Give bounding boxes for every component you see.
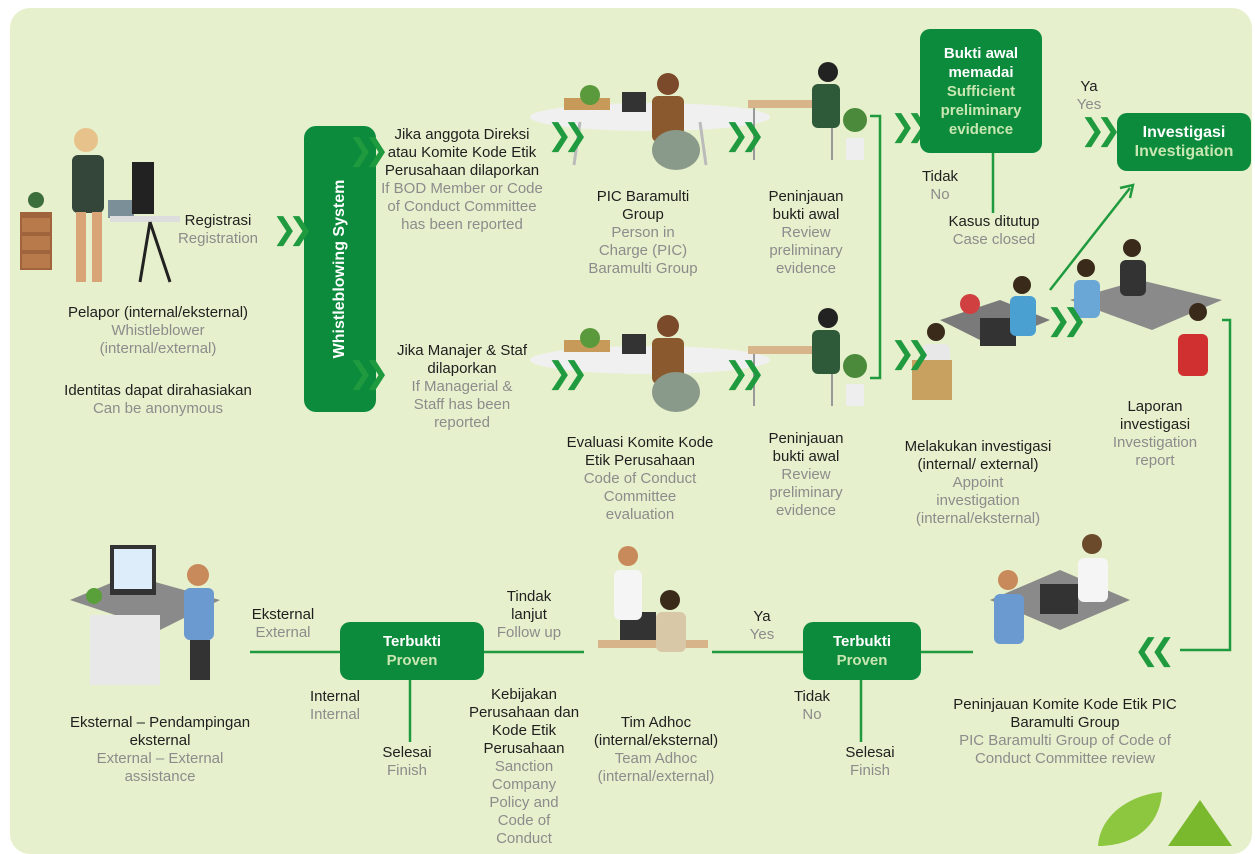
adhoc-team-illustration <box>598 546 708 652</box>
chevron-right-icon: ❯❯ <box>724 356 765 391</box>
chevron-right-icon: ❯❯ <box>1046 303 1087 338</box>
chevron-right-icon: ❯❯ <box>547 356 588 391</box>
chevron-right-icon: ❯❯ <box>890 336 931 371</box>
evidence-box-id: Bukti awal memadai <box>943 44 1019 81</box>
leaf-icon <box>1098 792 1232 846</box>
meeting-illustration <box>912 276 1050 400</box>
reporter-label: Pelapor (internal/eksternal)Whistleblowe… <box>67 304 249 357</box>
conduct-investigation-label: Melakukan investigasi (internal/ externa… <box>904 438 1052 527</box>
investigation-box: Investigasi Investigation <box>1117 113 1251 171</box>
pic-desk-illustration-2 <box>530 315 770 412</box>
chevron-right-icon: ❯❯ <box>348 356 389 391</box>
chevron-right-icon: ❯❯ <box>724 118 765 153</box>
proven-right-id: Terbukti <box>832 633 892 650</box>
pic-desk-illustration <box>530 73 770 170</box>
chevron-right-icon: ❯❯ <box>547 118 588 153</box>
evidence-decision-box: Bukti awal memadai Sufficient preliminar… <box>920 29 1042 153</box>
external-desk-illustration <box>70 545 220 685</box>
investigation-box-en: Investigation <box>1134 143 1234 160</box>
wbs-label: Whistleblowing System <box>331 179 348 359</box>
chevron-left-icon: ❯❯ <box>1143 633 1176 668</box>
adhoc-label: Tim Adhoc (internal/eksternal)Team Adhoc… <box>593 714 719 785</box>
person-standing-desk-illustration <box>20 128 180 283</box>
background-panel <box>10 8 1252 854</box>
chevron-right-icon: ❯❯ <box>890 109 931 144</box>
committee-review-illustration <box>990 534 1130 644</box>
chevron-right-icon: ❯❯ <box>272 212 313 247</box>
proven-left-en: Proven <box>386 652 438 669</box>
chevron-right-icon: ❯❯ <box>348 133 389 168</box>
reviewer-desk-illustration <box>748 62 867 160</box>
proven-right-en: Proven <box>836 652 888 669</box>
sanction-label: Kebijakan Perusahaan dan Kode Etik Perus… <box>468 686 580 847</box>
whistleblowing-system-box: Whistleblowing System <box>304 126 376 412</box>
reviewer-desk-illustration-2 <box>748 308 867 406</box>
committee-review-label: Peninjauan Komite Kode Etik PIC Baramult… <box>953 696 1177 767</box>
proven-box-left: Terbukti Proven <box>340 622 484 680</box>
investigation-box-id: Investigasi <box>1142 124 1226 141</box>
proven-left-id: Terbukti <box>382 633 442 650</box>
bod-case-label: Jika anggota Direksi atau Komite Kode Et… <box>381 126 543 233</box>
chevron-right-icon: ❯❯ <box>1080 113 1121 148</box>
investigation-report-illustration <box>1070 239 1222 376</box>
evidence-box-en: Sufficient preliminary evidence <box>940 82 1022 138</box>
proven-box-right: Terbukti Proven <box>803 622 921 680</box>
